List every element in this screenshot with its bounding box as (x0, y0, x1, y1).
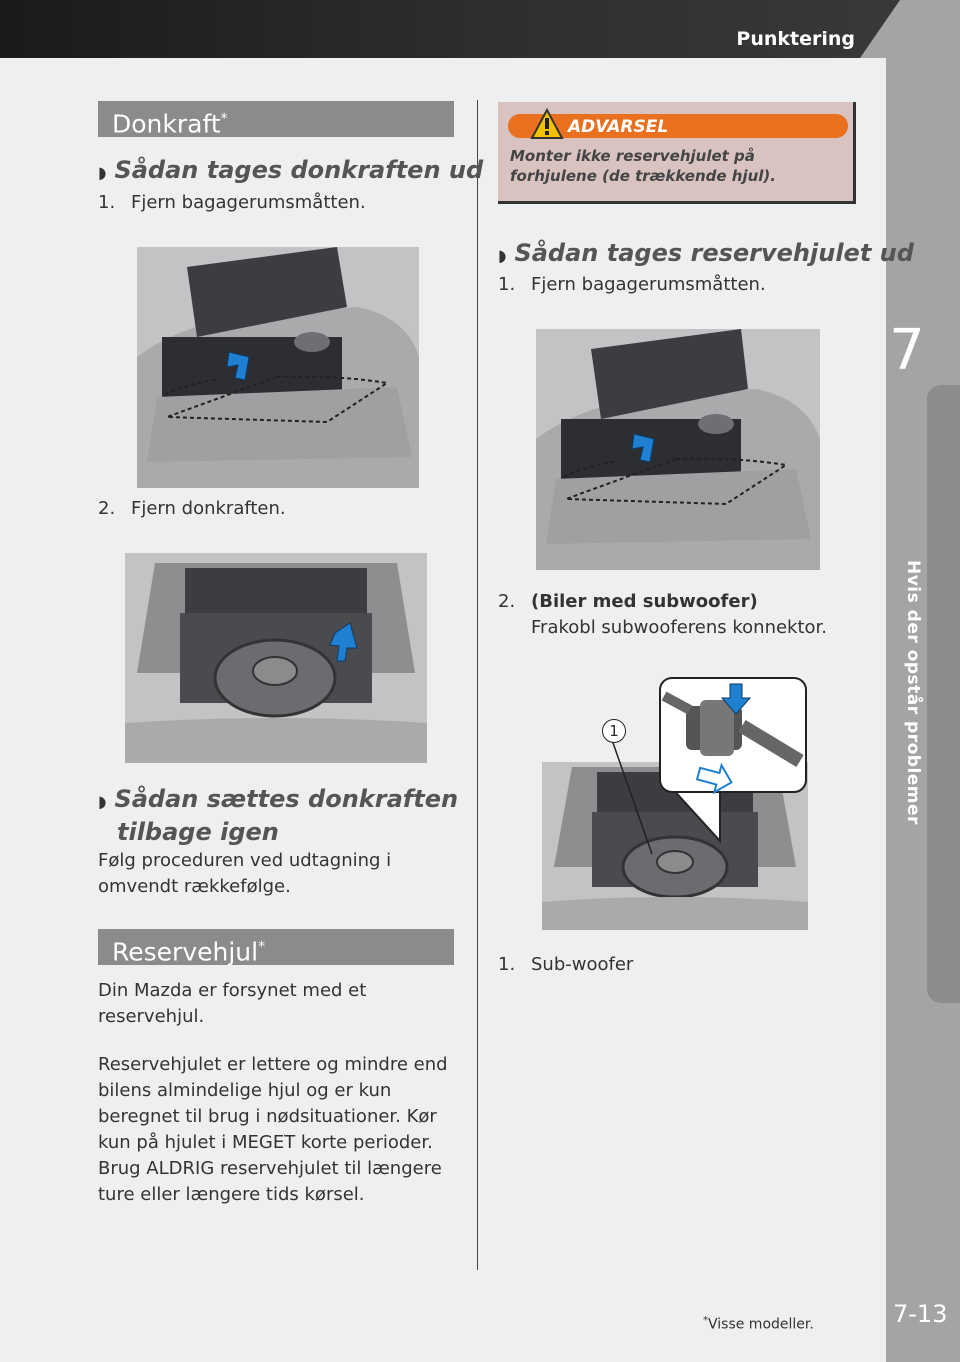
column-divider (477, 100, 478, 1270)
step-text: Frakobl subwooferens konnektor. (531, 617, 828, 638)
header-title: Punktering (736, 28, 855, 50)
step-text: Fjern bagagerumsmåtten. (131, 192, 366, 213)
step-number: 2. (98, 498, 116, 519)
footnote-asterisk: * (703, 1315, 708, 1326)
subheading-remove-spare: ◗ Sådan tages reservehjulet ud (498, 238, 914, 271)
warning-box: ADVARSEL Monter ikke reservehjulet på fo… (498, 102, 856, 204)
chapter-number: 7 (889, 318, 925, 383)
step-1-left: 1. Fjern bagagerumsmåtten. (98, 190, 366, 216)
step-number: 1. (98, 192, 116, 213)
legend-text: Sub-woofer (531, 954, 634, 975)
footnote-text: Visse modeller. (708, 1316, 814, 1333)
legend-subwoofer: 1. Sub-woofer (498, 952, 633, 978)
body-refit: Følg proceduren ved udtagning i omvendt … (98, 850, 392, 897)
callout-circle: 1 (602, 719, 626, 743)
subheading-refit-jack: ◗ Sådan sættes donkraften tilbage igen (98, 784, 458, 847)
subheading-marker: ◗ (98, 792, 107, 811)
section-title-text: Donkraft (112, 109, 221, 139)
asterisk: * (258, 939, 266, 955)
section-title-reservehjul: Reservehjul* (98, 929, 454, 967)
step-2-right: 2. (Biler med subwoofer) Frakobl subwoofe… (498, 589, 848, 641)
step-condition: (Biler med subwoofer) (531, 591, 758, 612)
car-rear-illustration (137, 247, 419, 488)
subheading-text: Sådan tages donkraften ud (114, 156, 484, 184)
subheading-marker: ◗ (498, 246, 507, 265)
car-rear-illustration (536, 329, 820, 570)
warning-label: ADVARSEL (568, 117, 669, 137)
subheading-text: Sådan tages reservehjulet ud (514, 239, 914, 267)
subheading-remove-jack: ◗ Sådan tages donkraften ud (98, 155, 483, 188)
subheading-marker: ◗ (98, 163, 107, 182)
step-number: 2. (498, 591, 516, 612)
chapter-tab[interactable] (927, 385, 960, 1003)
warning-icon (530, 108, 564, 139)
body-spare-intro: Din Mazda er forsynet med et reservehjul… (98, 980, 367, 1027)
page-header: Punktering (0, 0, 960, 58)
section-title-text: Reservehjul (112, 937, 259, 967)
step-2-left: 2. Fjern donkraften. (98, 496, 286, 522)
figure-spare-well (125, 553, 427, 763)
step-text: Fjern donkraften. (131, 498, 286, 519)
step-number: 1. (498, 274, 516, 295)
footnote: *Visse modeller. (703, 1315, 814, 1333)
figure-trunk-mat (137, 247, 419, 488)
header-slant (860, 0, 960, 58)
legend-number: 1. (498, 954, 516, 975)
body-spare-warning: Reservehjulet er lettere og mindre end b… (98, 1054, 448, 1205)
trunk-spare-illustration (125, 553, 427, 763)
subheading-text: Sådan sættes donkraften (114, 785, 459, 813)
connector-callout (611, 677, 807, 855)
warning-text: Monter ikke reservehjulet på forhjulene … (510, 147, 776, 185)
subheading-text-line2: tilbage igen (117, 818, 279, 846)
figure-trunk-mat-2 (536, 329, 820, 570)
warning-header: ADVARSEL (508, 108, 848, 139)
step-text: Fjern bagagerumsmåtten. (531, 274, 766, 295)
section-title-donkraft: Donkraft* (98, 101, 454, 139)
chapter-title: Hvis der opstår problemer (903, 560, 923, 825)
step-1-right: 1. Fjern bagagerumsmåtten. (498, 272, 766, 298)
asterisk: * (220, 111, 228, 127)
page-number: 7-13 (893, 1300, 948, 1328)
